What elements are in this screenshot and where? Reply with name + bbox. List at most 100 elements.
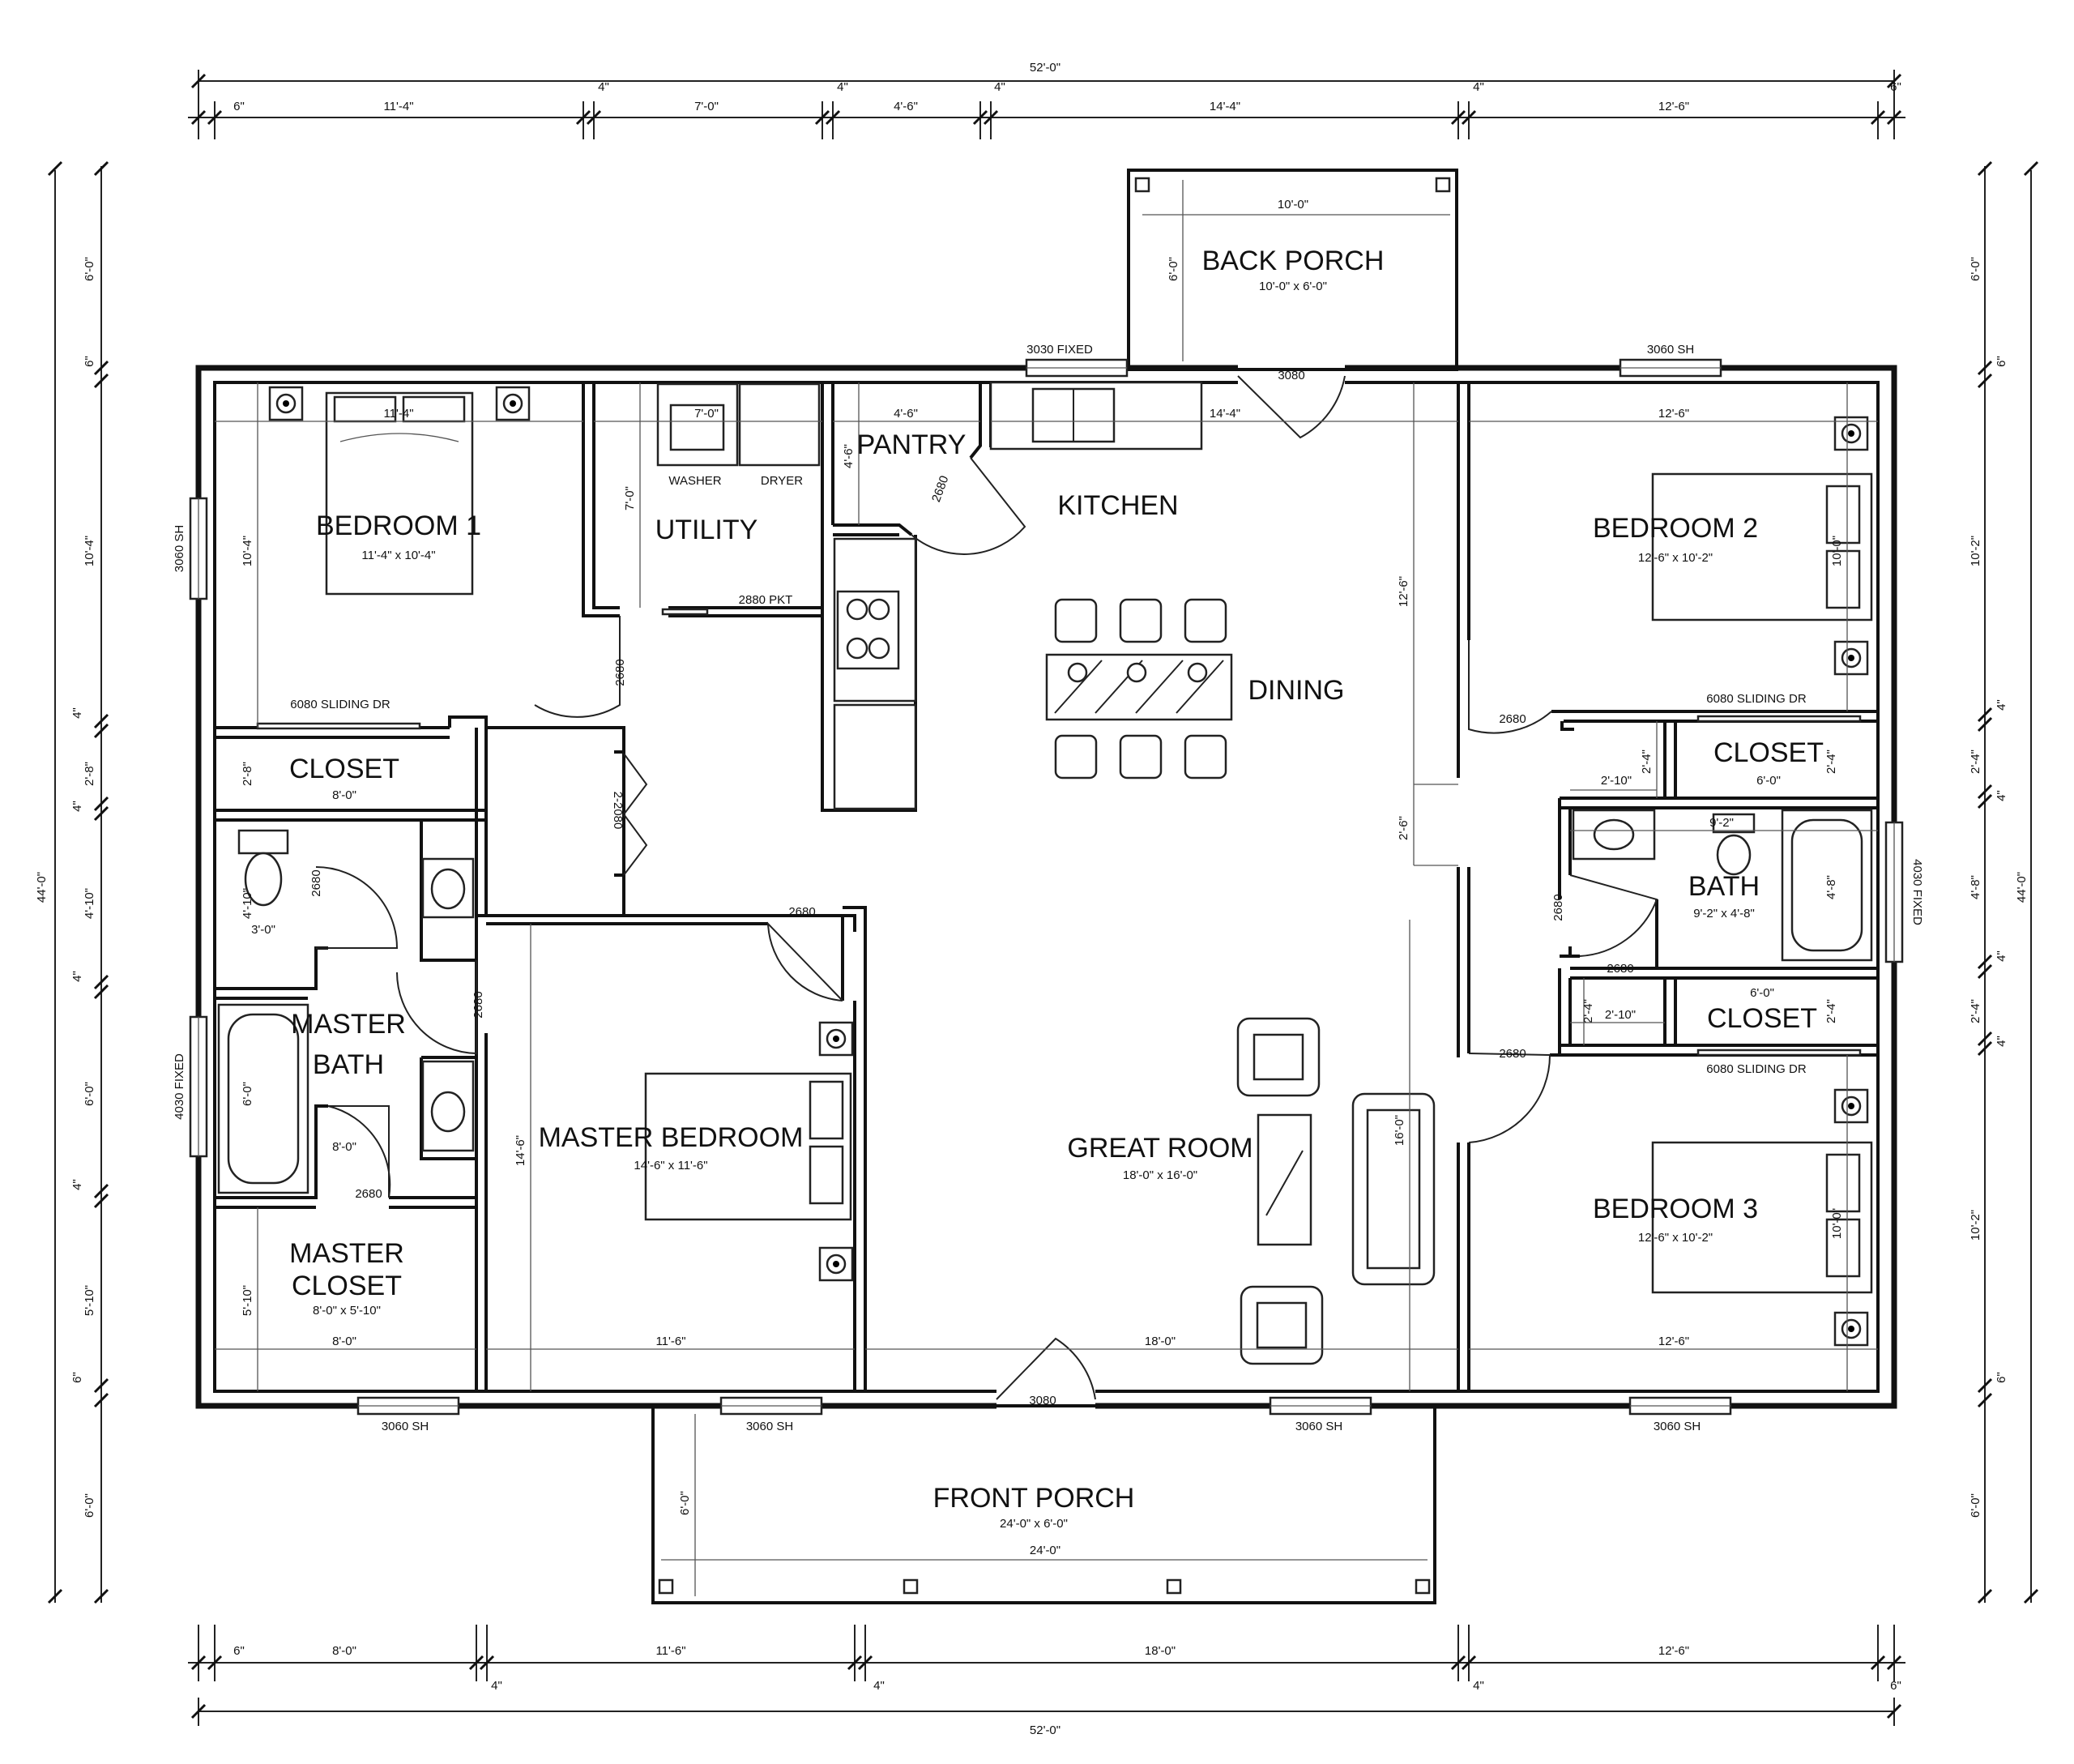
back-porch-depth: 6'-0" <box>1167 257 1180 281</box>
kitchen-title: KITCHEN <box>1057 490 1178 521</box>
dryer-label: DRYER <box>761 474 803 488</box>
back-porch-size: 10'-0" x 6'-0" <box>1259 280 1327 293</box>
back-porch-title: BACK PORCH <box>1202 246 1385 276</box>
bottom-dim-3: 11'-6" <box>655 1644 685 1658</box>
b1-width-dim: 11'-4" <box>383 407 413 421</box>
bathtub-icon <box>217 1003 309 1194</box>
door-3080-back-label: 3080 <box>1278 369 1304 382</box>
wc-height-dim: 4'-10" <box>241 888 254 919</box>
bath-title: BATH <box>1688 871 1760 902</box>
master-closet-size: 8'-0" x 5'-10" <box>313 1304 381 1318</box>
left-dim-12: 6'-0" <box>83 1493 96 1518</box>
dining-table-icon <box>1045 653 1233 721</box>
bottom-dim-6: 4" <box>1473 1679 1484 1693</box>
nightstand-icon <box>1833 640 1869 676</box>
inner-dimensions: 11'-4" 10'-4" 7'-0" 7'-0" 4'-6" 4'-6" 14… <box>215 382 1878 1391</box>
nightstand-icon <box>495 386 531 421</box>
mbt-width-dim: 8'-0" <box>332 1140 356 1154</box>
closet1-size: 8'-0" <box>332 788 356 802</box>
door-2680-mb-label: 2680 <box>788 905 815 919</box>
closet2-size: 6'-0" <box>1756 774 1781 788</box>
pantry-title: PANTRY <box>857 429 967 460</box>
front-porch-width: 24'-0" <box>1030 1544 1060 1557</box>
sofa-icon <box>1351 1092 1436 1286</box>
window-3060-b2-label: 3060 SH <box>746 1420 793 1433</box>
top-dim-10: 6" <box>1890 80 1901 94</box>
b1-height-dim: 10'-4" <box>241 536 254 566</box>
bottom-dim-1: 8'-0" <box>332 1644 356 1658</box>
window-3060-b3-label: 3060 SH <box>1295 1420 1342 1433</box>
right-dim-5: 4" <box>1995 790 2008 801</box>
utility-title: UTILITY <box>655 515 758 545</box>
bedroom1-title: BEDROOM 1 <box>316 510 481 541</box>
right-dim-7: 4" <box>1995 950 2008 962</box>
door-2680-pantry-label: 2680 <box>929 474 951 504</box>
sliding-door-b3-label: 6080 SLIDING DR <box>1706 1062 1807 1076</box>
master-closet-title-1: MASTER <box>289 1238 404 1269</box>
bottom-dim-7: 12'-6" <box>1658 1644 1689 1658</box>
left-dim-4: 2'-8" <box>83 762 96 786</box>
master-bath-title-2: BATH <box>313 1049 384 1080</box>
fixtures: WASHER DRYER <box>217 381 1873 1365</box>
mbt-height-dim: 6'-0" <box>241 1082 254 1106</box>
front-porch-size: 24'-0" x 6'-0" <box>1000 1517 1068 1531</box>
right-dim-9: 4" <box>1995 1036 2008 1047</box>
bottom-dim-5: 18'-0" <box>1145 1644 1176 1658</box>
ut-width-dim: 7'-0" <box>694 407 719 421</box>
hall-width-dim: 2'-6" <box>1397 816 1410 840</box>
top-dim-2: 4" <box>598 80 609 94</box>
window-3060-b1-label: 3060 SH <box>382 1420 429 1433</box>
nightstand-icon <box>1833 1088 1869 1124</box>
master-bath-title-1: MASTER <box>291 1009 406 1040</box>
top-dim-8: 4" <box>1473 80 1484 94</box>
bottom-dim-4: 4" <box>873 1679 885 1693</box>
top-dim-0: 6" <box>233 100 245 113</box>
sink-icon <box>421 1060 475 1152</box>
right-dim-0: 6'-0" <box>1969 257 1982 281</box>
hall-height-dim: 12'-6" <box>1397 576 1410 607</box>
bottom-overall-dim: 52'-0" <box>1030 1723 1060 1737</box>
window-3060-top-label: 3060 SH <box>1647 343 1694 357</box>
master-bedroom-size: 14'-6" x 11'-6" <box>634 1159 707 1172</box>
armchair-icon <box>1236 1017 1321 1097</box>
left-dim-6: 4'-10" <box>83 888 96 919</box>
bath-height-dim: 4'-8" <box>1824 875 1838 899</box>
door-2680-mbath-label: 2680 <box>472 991 485 1018</box>
right-dim-10: 10'-2" <box>1969 1210 1982 1241</box>
armchair-icon <box>1240 1285 1324 1365</box>
ki-width-dim: 14'-4" <box>1210 407 1240 421</box>
pa-height-dim: 4'-6" <box>842 444 856 468</box>
gr-height-dim: 16'-0" <box>1393 1115 1406 1146</box>
left-dim-5: 4" <box>70 801 84 812</box>
dining-title: DINING <box>1248 675 1345 706</box>
sink-icon <box>1572 809 1656 861</box>
door-2680-cl3-label: 2680 <box>1607 962 1633 976</box>
back-porch: BACK PORCH 10'-0" x 6'-0" 10'-0" 6'-0" <box>1127 169 1458 371</box>
left-dim-8: 6'-0" <box>83 1082 96 1106</box>
gr-width-dim: 18'-0" <box>1145 1335 1176 1348</box>
dining-chair-icon <box>1054 598 1227 779</box>
mc-height-dim: 5'-10" <box>241 1285 254 1316</box>
back-porch-width: 10'-0" <box>1278 198 1308 211</box>
windows: 3030 FIXED 3060 SH 3060 SH 4030 FIXED 40… <box>173 343 1924 1433</box>
toilet-icon <box>1712 813 1756 876</box>
cl3-width-dim: 2'-10" <box>1605 1008 1636 1022</box>
left-dim-11: 6" <box>70 1372 84 1383</box>
nightstand-icon <box>1833 416 1869 451</box>
bathtub-icon <box>1781 809 1873 962</box>
window-3060-b4-label: 3060 SH <box>1654 1420 1701 1433</box>
room-labels: BEDROOM 1 11'-4" x 10'-4" UTILITY PANTRY… <box>289 429 1824 1318</box>
cl1-height-dim: 2'-8" <box>241 762 254 786</box>
closet3-title: CLOSET <box>1707 1003 1817 1034</box>
left-dim-7: 4" <box>70 971 84 982</box>
sink-icon <box>421 857 475 919</box>
right-dim-4: 2'-4" <box>1969 750 1982 774</box>
top-dim-3: 7'-0" <box>694 100 719 113</box>
right-dim-1: 6" <box>1995 356 2008 367</box>
front-porch: FRONT PORCH 24'-0" x 6'-0" 24'-0" 6'-0" <box>651 1404 1436 1604</box>
mc-width-dim: 8'-0" <box>332 1335 356 1348</box>
b3-width-dim: 12'-6" <box>1658 1335 1689 1348</box>
left-dim-9: 4" <box>70 1179 84 1190</box>
cl3-height-dim: 2'-4" <box>1581 999 1595 1023</box>
right-dim-6: 4'-8" <box>1969 875 1982 899</box>
